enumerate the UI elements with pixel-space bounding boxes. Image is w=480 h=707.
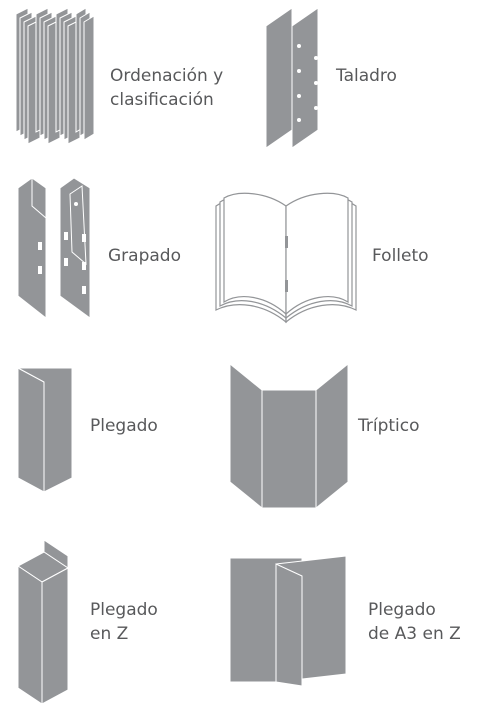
- sorted-sets-icon: [15, 7, 95, 145]
- feature-label: Taladro: [336, 66, 397, 86]
- a3-z-fold-icon: [229, 555, 347, 687]
- feature-label: Tríptico: [358, 416, 420, 436]
- feature-label: Plegado en Z: [90, 600, 158, 644]
- booklet-icon: [215, 192, 357, 324]
- feature-label: Plegado: [90, 416, 158, 436]
- feature-label: Ordenación y clasificación: [110, 66, 224, 110]
- staple-icon: [17, 177, 91, 320]
- feature-label: Plegado de A3 en Z: [368, 600, 461, 644]
- feature-label: Folleto: [372, 246, 429, 266]
- bi-fold-icon: [17, 367, 73, 493]
- tri-fold-icon: [229, 362, 349, 510]
- hole-punch-icon: [265, 7, 319, 149]
- z-fold-icon: [17, 539, 69, 705]
- feature-label: Grapado: [108, 246, 181, 266]
